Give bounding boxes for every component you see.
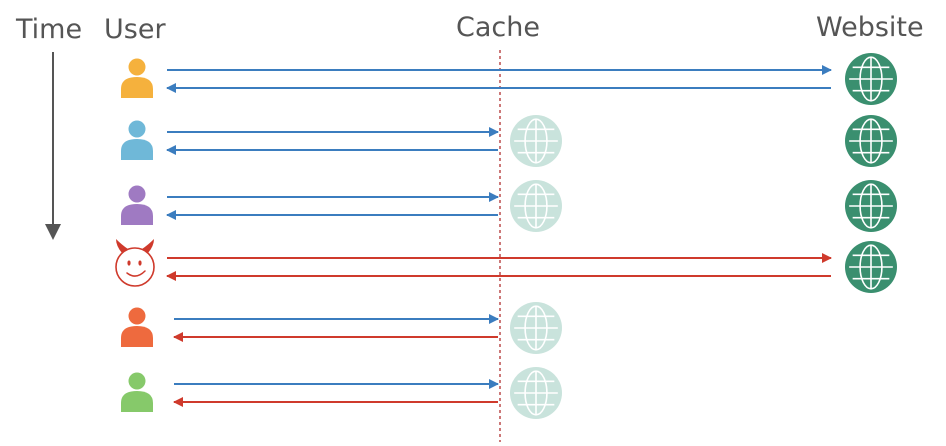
website-header: Website bbox=[816, 12, 924, 43]
request-row bbox=[115, 239, 897, 293]
user-icon bbox=[121, 58, 153, 98]
cache-header: Cache bbox=[456, 12, 540, 43]
devil-face-icon bbox=[115, 239, 155, 287]
website-globe-icon bbox=[845, 180, 897, 232]
user-icon bbox=[121, 372, 153, 412]
website-globe-icon bbox=[845, 241, 897, 293]
user-header: User bbox=[104, 14, 166, 45]
cache-globe-icon bbox=[510, 367, 562, 419]
cache-globe-icon bbox=[510, 302, 562, 354]
user-icon bbox=[121, 307, 153, 347]
time-header: Time bbox=[15, 14, 82, 45]
request-row bbox=[121, 302, 562, 354]
request-row bbox=[121, 115, 897, 167]
website-globe-icon bbox=[845, 53, 897, 105]
cache-globe-icon bbox=[510, 180, 562, 232]
request-row bbox=[121, 367, 562, 419]
cache-globe-icon bbox=[510, 115, 562, 167]
user-icon bbox=[121, 185, 153, 225]
request-row bbox=[121, 53, 897, 105]
website-globe-icon bbox=[845, 115, 897, 167]
time-axis bbox=[45, 52, 61, 240]
request-row bbox=[121, 180, 897, 232]
user-icon bbox=[121, 120, 153, 160]
